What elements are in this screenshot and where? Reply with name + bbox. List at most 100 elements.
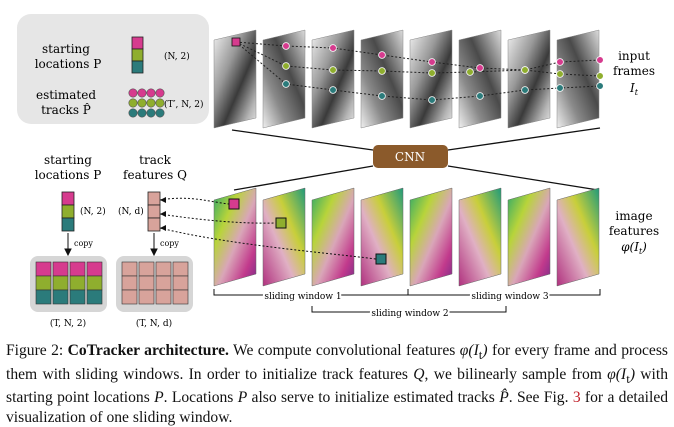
legend-track-circle xyxy=(128,88,138,98)
sliding-window-2: sliding window 2 xyxy=(371,309,448,319)
copied-location-cell xyxy=(86,289,103,305)
caption-phi-1: φ(I xyxy=(459,342,479,359)
image-features-label-1: image xyxy=(615,209,652,223)
track-start-point xyxy=(231,37,241,47)
feature-maps xyxy=(213,187,600,287)
copied-locations xyxy=(35,261,103,305)
copy-arrows xyxy=(64,233,158,257)
panel-starting-label-2: locations P xyxy=(35,168,102,182)
input-frames-label-1: input xyxy=(618,49,650,63)
track-point xyxy=(596,72,604,80)
caption-p-hat: P̂ xyxy=(499,389,509,407)
caption-figure-ref[interactable]: 3 xyxy=(572,389,581,407)
copied-feature-cell xyxy=(121,289,138,305)
track-point xyxy=(521,66,529,74)
track-point xyxy=(556,84,564,92)
copy-label-left: copy xyxy=(74,239,93,248)
legend-estimated-circles xyxy=(128,88,165,118)
legend-starting-label-2: locations P xyxy=(35,57,102,71)
copied-location-cell xyxy=(69,289,86,305)
sampling-arrowheads xyxy=(160,197,166,231)
input-frames xyxy=(213,29,600,129)
copied-feature-cell xyxy=(172,261,189,277)
copied-features xyxy=(121,261,189,305)
feature-map xyxy=(409,187,453,287)
copied-location-cell xyxy=(69,261,86,277)
panel-track-label-1: track xyxy=(139,153,171,167)
track-point xyxy=(428,58,436,66)
caption-text-7: . See Fig. xyxy=(508,389,573,407)
input-frames-label-2: frames xyxy=(613,64,655,78)
feature-map xyxy=(507,187,551,287)
copied-location-cell xyxy=(52,261,69,277)
copied-feature-cell xyxy=(172,275,189,291)
architecture-diagram: starting locations P (N, 2) estimated tr… xyxy=(17,14,659,329)
bottom-shape-right: (T, N, d) xyxy=(136,318,172,329)
feature-map xyxy=(458,187,502,287)
panel-track-label-2: features Q xyxy=(123,168,187,182)
track-point xyxy=(378,92,386,100)
legend-estimated-shape: (T′, N, 2) xyxy=(164,99,204,110)
copy-label-right: copy xyxy=(160,239,179,248)
legend-track-circle xyxy=(155,98,165,108)
copied-feature-cell xyxy=(121,261,138,277)
track-point xyxy=(329,44,337,52)
caption-figure-number: Figure 2: xyxy=(6,342,64,359)
image-features-symbol: φ(It) xyxy=(621,240,647,256)
bottom-shape-left: (T, N, 2) xyxy=(50,318,86,329)
legend-track-circle xyxy=(128,108,138,118)
track-point xyxy=(596,82,604,90)
input-frame xyxy=(311,29,355,129)
legend-starting-label-1: starting xyxy=(42,42,90,56)
caption-text-6: also serve to initialize estimated track… xyxy=(247,389,500,407)
legend-track-circle xyxy=(137,108,147,118)
legend-estimated-label-2: tracks P̂ xyxy=(41,102,91,117)
input-frames-symbol: It xyxy=(629,81,639,97)
cnn-funnel-lines xyxy=(231,127,601,191)
feature-map xyxy=(311,187,355,287)
track-point xyxy=(428,69,436,77)
sliding-window-3: sliding window 3 xyxy=(471,292,549,302)
track-point xyxy=(428,96,436,104)
track-point xyxy=(476,64,484,72)
copied-feature-cell xyxy=(155,275,172,291)
caption-text-1: We compute convolutional features xyxy=(228,342,460,359)
cnn-label: CNN xyxy=(395,150,425,164)
caption-phi-2: φ(I xyxy=(607,365,627,383)
track-point xyxy=(378,51,386,59)
track-point xyxy=(329,66,337,74)
track-point xyxy=(329,86,337,94)
input-frame xyxy=(409,29,453,129)
copied-feature-cell xyxy=(138,261,155,277)
legend-track-circle xyxy=(146,88,156,98)
legend-track-circle xyxy=(155,108,165,118)
input-frame xyxy=(458,29,502,129)
track-point xyxy=(282,62,290,70)
caption-sub-1: t xyxy=(478,347,483,363)
panel-starting-label-1: starting xyxy=(44,153,92,167)
copied-feature-cell xyxy=(172,289,189,305)
input-frame xyxy=(556,29,600,129)
caption-title: CoTracker architecture. xyxy=(67,342,229,359)
sliding-window-1: sliding window 1 xyxy=(264,292,341,302)
caption-text-5: . Locations xyxy=(163,389,238,407)
feature-map xyxy=(556,187,600,287)
copied-feature-cell xyxy=(155,261,172,277)
caption-text-4: with starting point locations xyxy=(6,365,668,407)
track-point xyxy=(466,68,474,76)
track-point xyxy=(378,67,386,75)
track-point xyxy=(282,80,290,88)
legend-track-circle xyxy=(128,98,138,108)
input-frame xyxy=(360,29,404,129)
copied-feature-cell xyxy=(121,275,138,291)
track-point xyxy=(521,86,529,94)
input-frame xyxy=(507,29,551,129)
copied-feature-cell xyxy=(138,289,155,305)
copied-location-cell xyxy=(52,289,69,305)
input-frame xyxy=(213,29,257,129)
feature-map xyxy=(262,187,306,287)
legend-estimated-label-1: estimated xyxy=(36,88,96,102)
figure-caption: Figure 2: CoTracker architecture. We com… xyxy=(6,341,668,427)
panel-track-shape: (N, d) xyxy=(118,206,144,217)
image-features-label-2: features xyxy=(609,224,659,238)
